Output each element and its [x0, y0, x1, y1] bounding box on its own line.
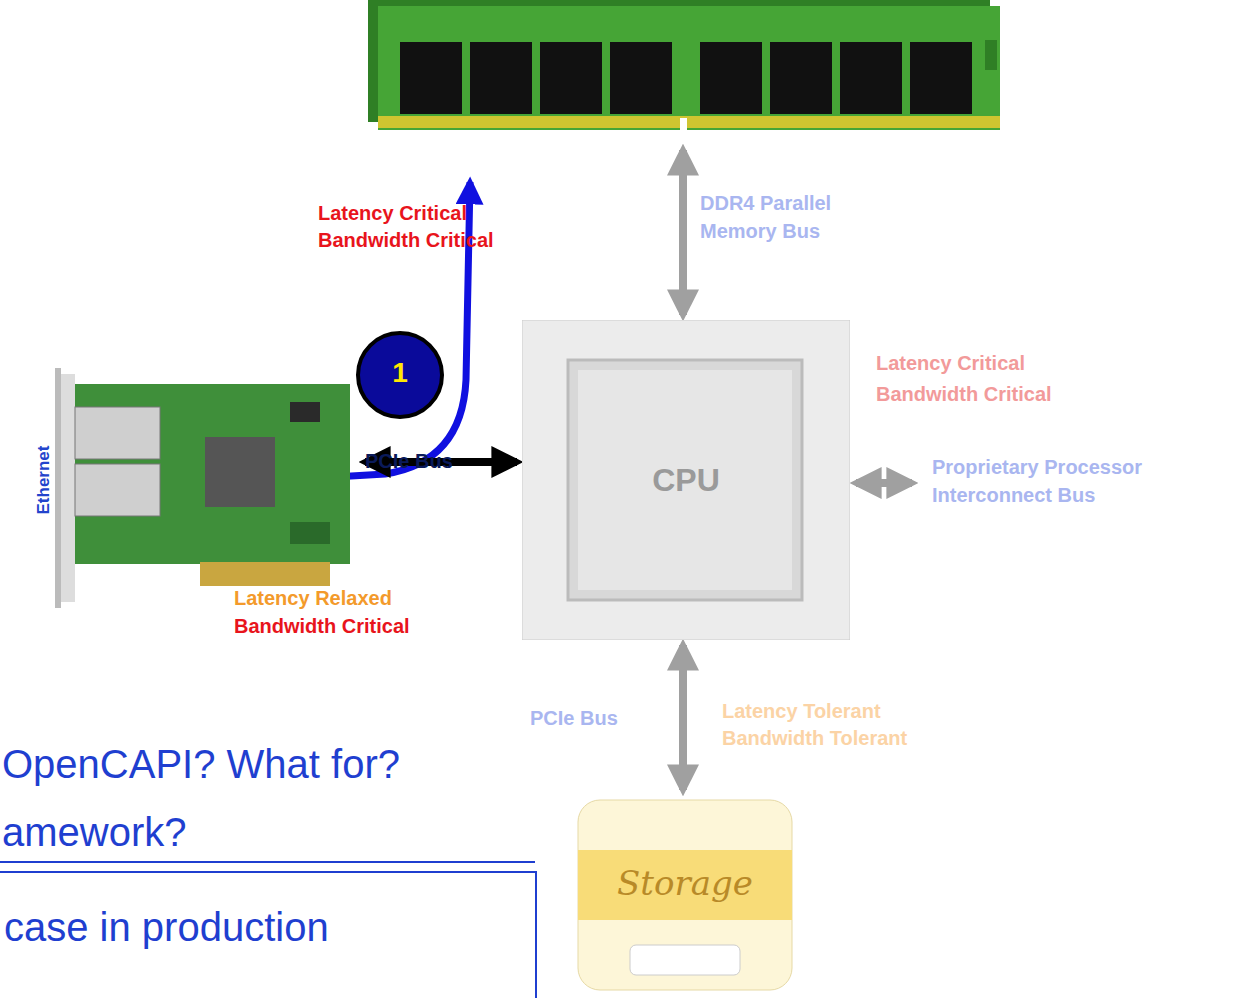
- bus-note: DDR4 Parallel Memory Bus: [700, 189, 870, 245]
- node-text: CPU: [522, 462, 850, 499]
- callout-number: 1: [355, 330, 445, 420]
- memory-bus-arrow: [679, 150, 687, 315]
- shape: [30, 362, 360, 612]
- edge-label: PCIe Bus: [530, 704, 618, 732]
- node-text: Storage: [570, 863, 800, 903]
- node-text: Ethernet: [34, 446, 54, 515]
- node-text: 1: [355, 357, 445, 389]
- network-card: Ethernet: [30, 362, 360, 612]
- bus-note: Latency Critical: [876, 349, 1025, 377]
- slide-text: case in production: [4, 903, 329, 951]
- underline: [0, 861, 535, 863]
- bus-note: Latency Tolerant: [722, 697, 881, 725]
- interconnect-arrow: [856, 479, 912, 487]
- bus-note: Bandwidth Critical: [318, 226, 494, 254]
- cpu-chip: CPU: [522, 320, 850, 640]
- bus-note: Bandwidth Critical: [234, 612, 410, 640]
- bus-arrow: [679, 645, 687, 790]
- slide-text: OpenCAPI? What for?: [2, 740, 400, 788]
- storage-drive: Storage: [570, 795, 800, 995]
- bus-note: Proprietary Processor Interconnect Bus: [932, 453, 1182, 509]
- highlight-box: [0, 872, 536, 998]
- bus-note: Latency Critical: [318, 199, 467, 227]
- bus-note: Bandwidth Critical: [876, 380, 1052, 408]
- edge-label: PCIe Bus: [365, 447, 453, 475]
- bus-note: Bandwidth Tolerant: [722, 724, 907, 752]
- memory-module: [368, 0, 1000, 130]
- bus-note: Latency Relaxed: [234, 584, 392, 612]
- slide-text: amework?: [2, 808, 187, 856]
